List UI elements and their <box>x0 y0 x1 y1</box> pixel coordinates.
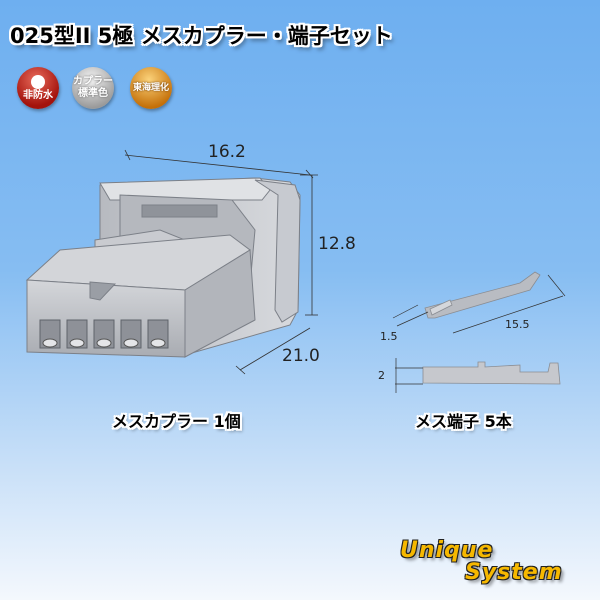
pin-terminal <box>123 338 139 348</box>
sun-icon <box>31 74 45 89</box>
terminal-width-dimension: 1.5 <box>380 330 398 343</box>
logo-line1: Unique <box>400 538 494 563</box>
pin-terminal <box>150 338 166 348</box>
standard-color-badge: カプラー 標準色 <box>72 67 114 109</box>
coupler-illustration <box>25 177 301 358</box>
badge-label: 非防水 <box>23 89 53 101</box>
terminal-length-dimension: 15.5 <box>505 318 530 331</box>
terminal-illustration <box>422 271 561 385</box>
product-title: 025型II 5極 メスカプラー・端子セット <box>10 24 393 48</box>
unique-system-logo: Unique System <box>390 538 590 588</box>
coupler-height-dimension: 12.8 <box>318 234 356 254</box>
terminal-height-dimension: 2 <box>378 369 385 382</box>
badge-label-line1: カプラー <box>73 76 113 87</box>
coupler-caption: メスカプラー 1個 <box>112 412 241 431</box>
badge-label: 東海理化 <box>132 83 169 93</box>
pin-terminal <box>42 338 58 348</box>
badge-label-line2: 標準色 <box>78 88 108 99</box>
coupler-cavities <box>39 319 169 349</box>
coupler-dimension-lines <box>124 149 318 375</box>
manufacturer-badge: 東海理化 <box>130 67 172 109</box>
pin-terminal <box>69 338 85 348</box>
coupler-depth-dimension: 21.0 <box>282 346 320 366</box>
terminal-dimension-lines <box>392 274 566 393</box>
coupler-width-dimension: 16.2 <box>208 142 246 162</box>
logo-line2: System <box>465 560 563 585</box>
terminal-caption: メス端子 5本 <box>415 412 512 431</box>
non-waterproof-badge: 非防水 <box>17 67 59 109</box>
pin-terminal <box>96 338 112 348</box>
